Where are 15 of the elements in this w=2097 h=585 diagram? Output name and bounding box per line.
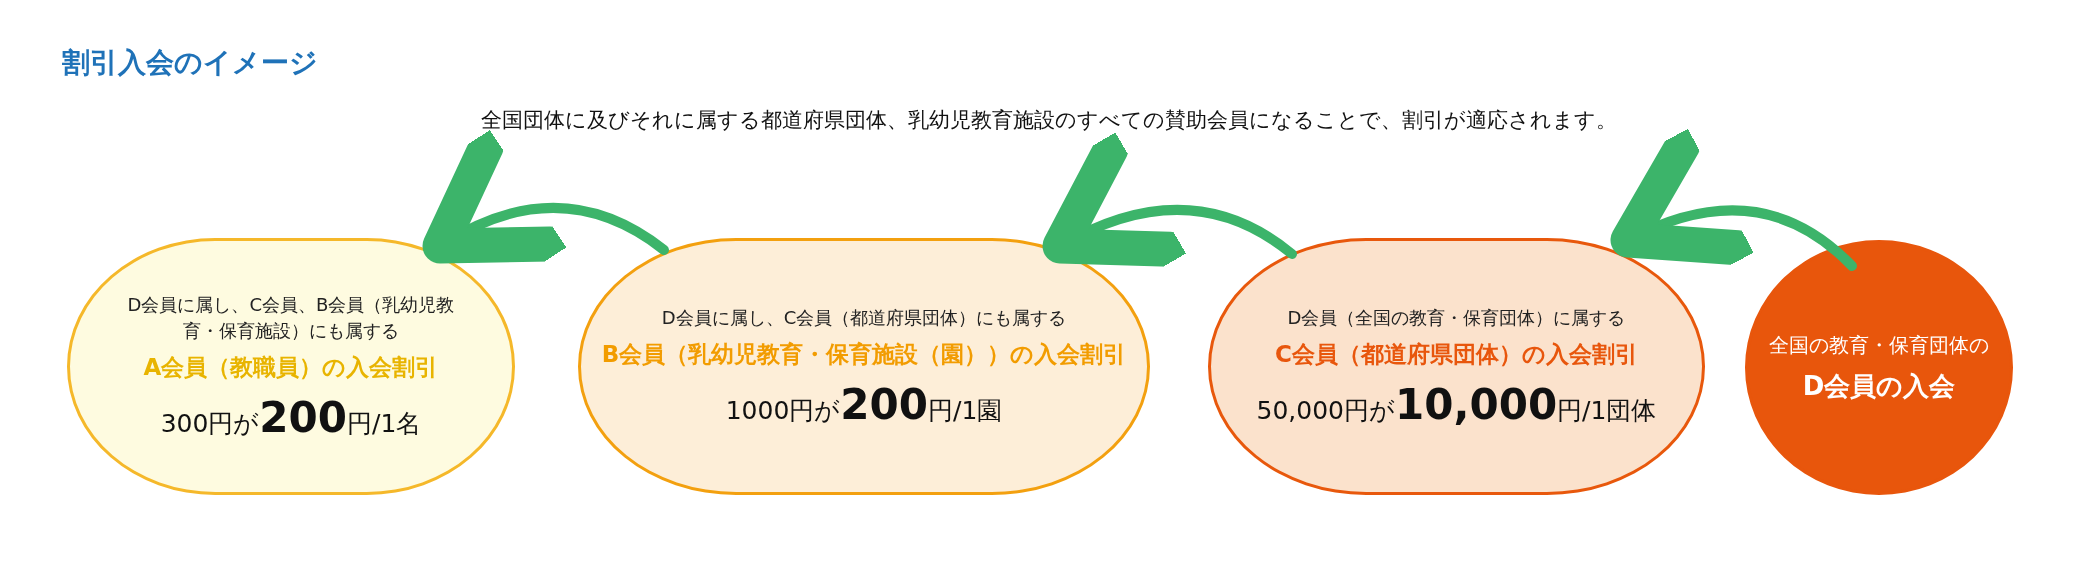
discount-heading: A会員（教職員）の入会割引 [143,352,439,382]
discount-heading: C会員（都道府県団体）の入会割引 [1275,339,1638,369]
title: 割引入会のイメージ [62,45,318,81]
price-text: 300円が200円/1名 [160,392,422,442]
price-text: 50,000円が10,000円/1団体 [1256,379,1657,429]
circle-caption: 全国の教育・保育団体の [1769,331,1989,359]
arrow [422,130,669,266]
membership-note: D会員に属し、C会員、B会員（乳幼児教育・保育施設）にも属する [126,292,456,343]
circle-heading: D会員の入会 [1802,369,1956,403]
arrow [1610,129,1857,271]
intro-text: 全国団体に及びそれに属する都道府県団体、乳幼児教育施設のすべての賛助会員になることで、割引が適応されます。 [479,107,1618,134]
price-text: 1000円が200円/1園 [725,379,1003,429]
discount-heading: B会員（乳幼児教育・保育施設（園））の入会割引 [601,339,1127,369]
membership-note: D会員に属し、C会員（都道府県団体）にも属する [661,305,1067,330]
membership-note: D会員（全国の教育・保育団体）に属する [1287,305,1626,330]
